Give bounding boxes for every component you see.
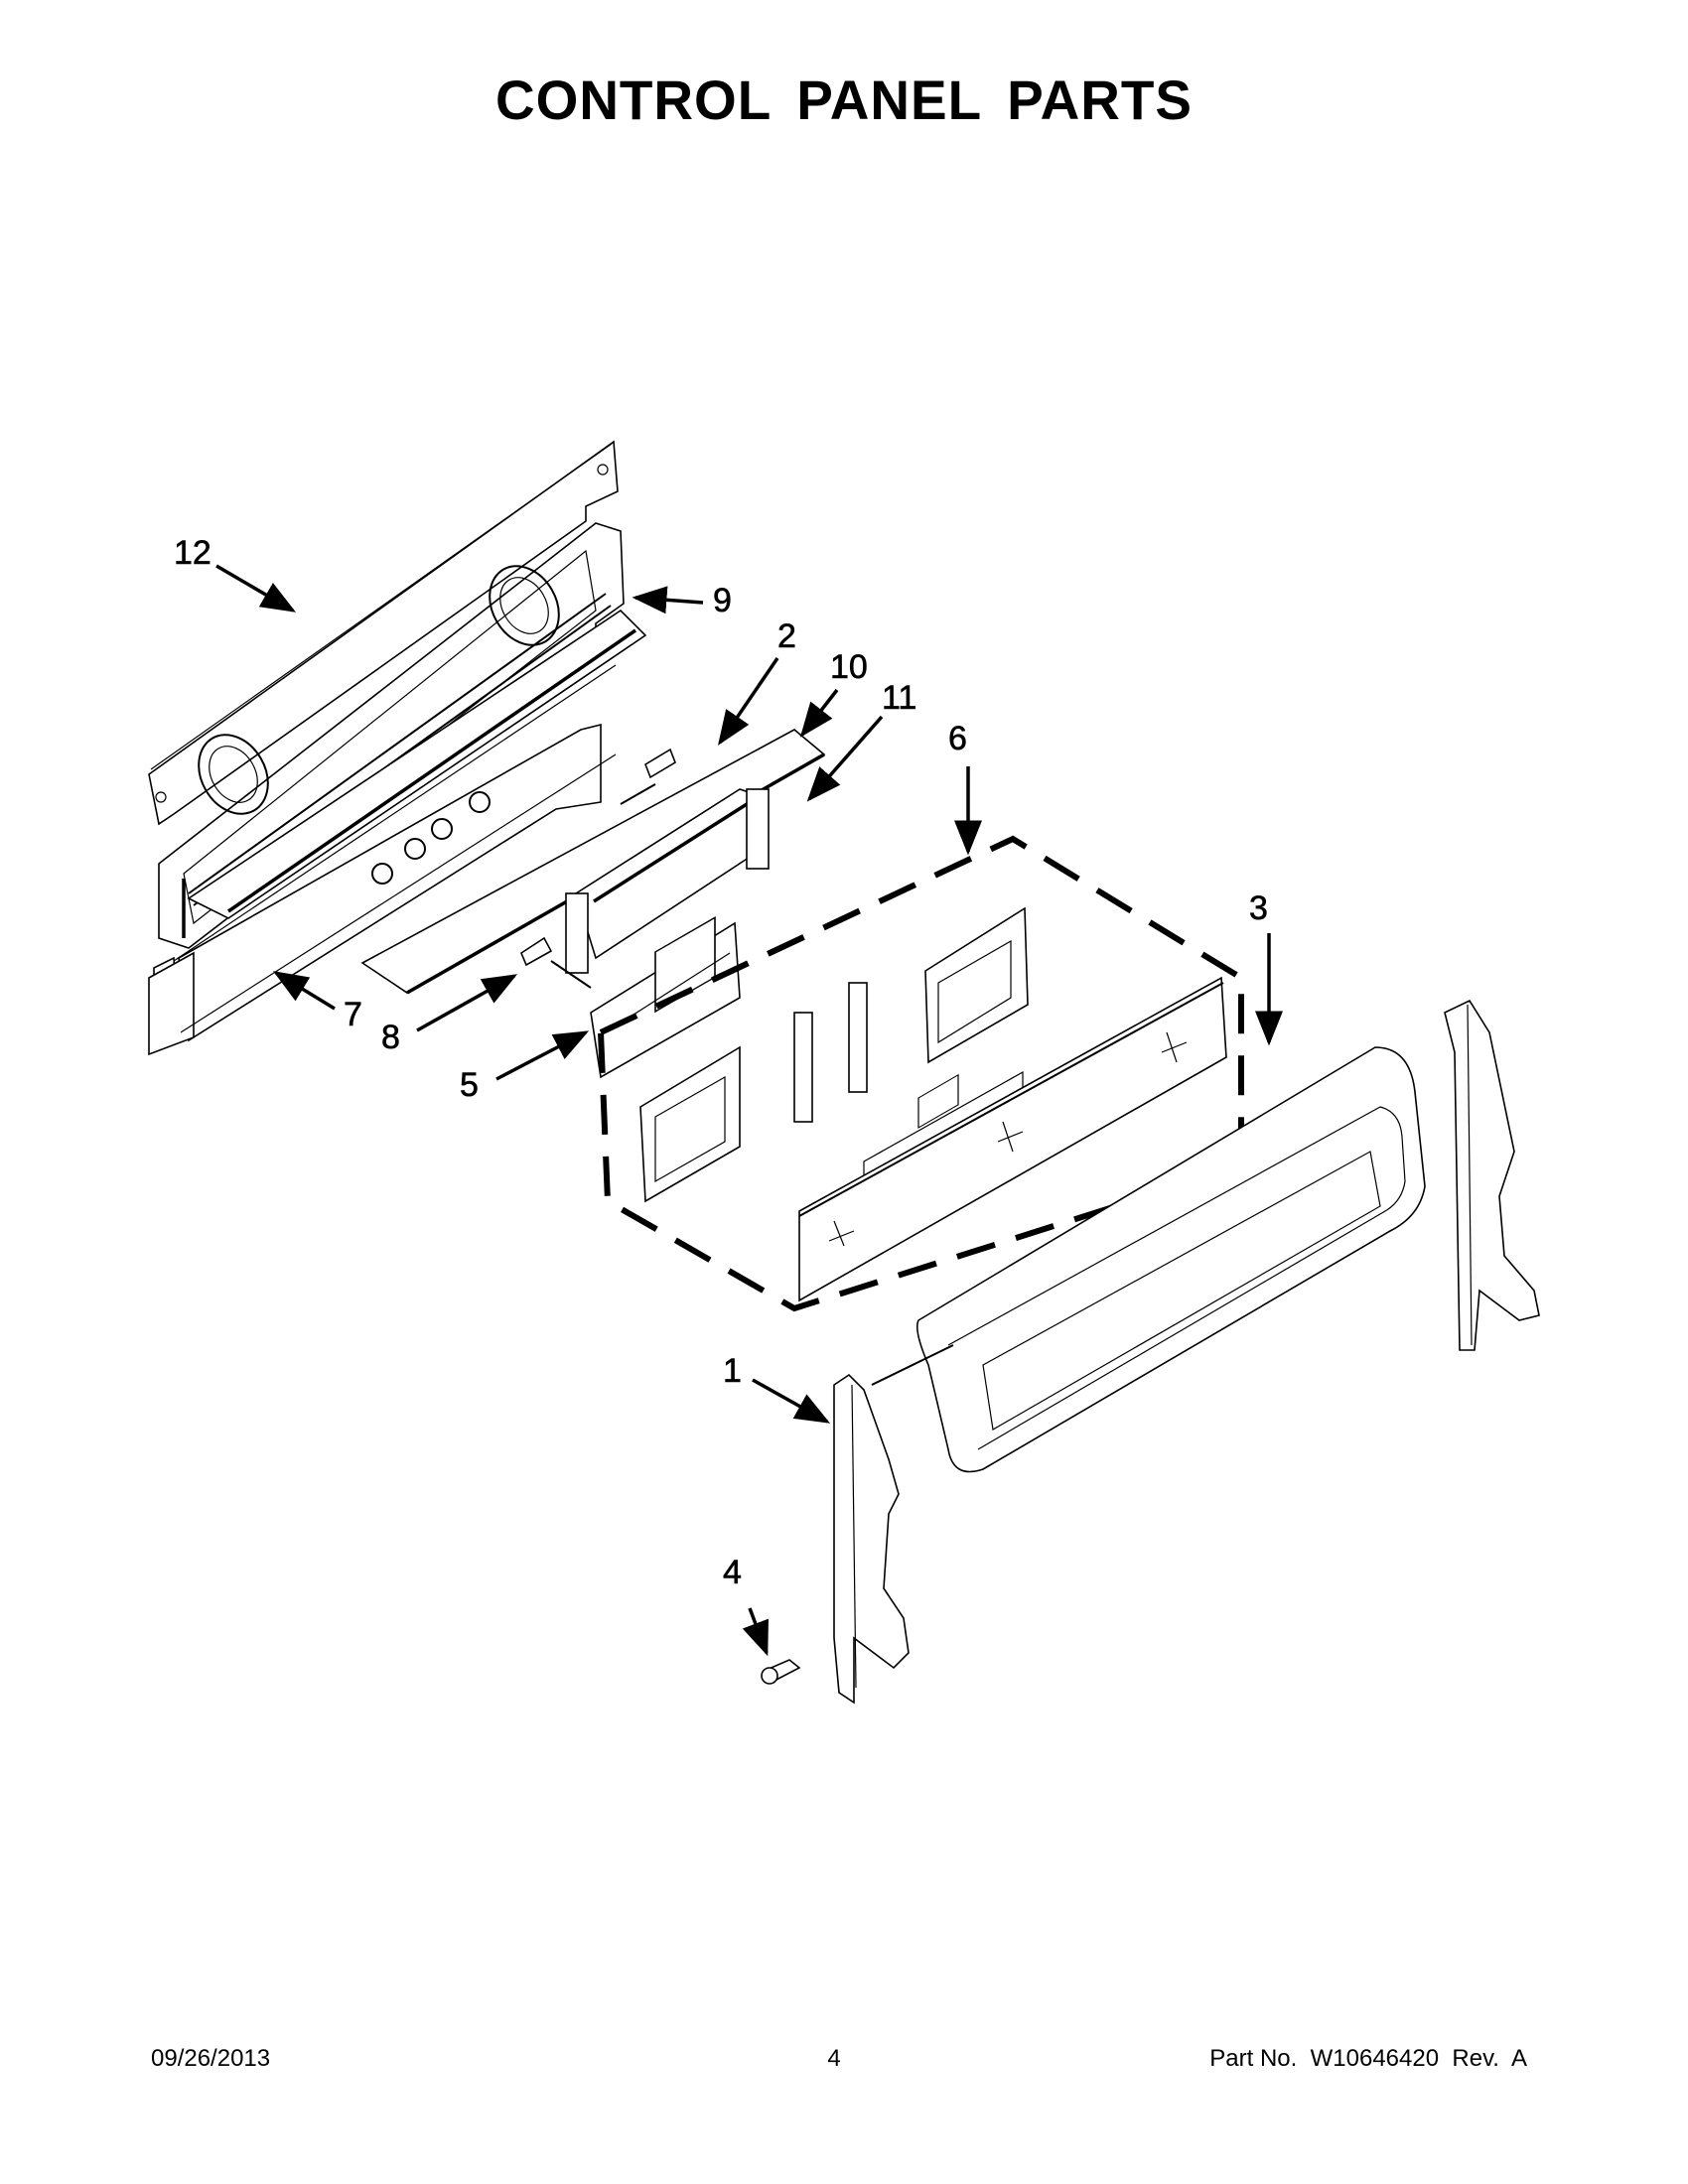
part-1-left-bracket bbox=[833, 1344, 954, 1705]
part-4-screw bbox=[761, 1659, 801, 1685]
part-6-contents bbox=[639, 906, 1227, 1302]
callout-7: 7 bbox=[344, 996, 363, 1033]
page-title: CONTROL PANEL PARTS bbox=[495, 68, 1193, 131]
callout-12: 12 bbox=[174, 534, 211, 572]
callout-8: 8 bbox=[381, 1019, 401, 1056]
part-8-screw bbox=[520, 936, 592, 989]
callout-4: 4 bbox=[723, 1554, 743, 1591]
part-7-bracket-tray bbox=[148, 609, 647, 1056]
footer-page-number: 4 bbox=[827, 2045, 841, 2072]
callout-1: 1 bbox=[723, 1352, 743, 1390]
callout-10: 10 bbox=[830, 648, 868, 686]
callout-9: 9 bbox=[713, 582, 733, 619]
part-3-front-trim bbox=[915, 1046, 1426, 1473]
callout-3: 3 bbox=[1249, 889, 1269, 927]
part-11-ribbon-cable bbox=[565, 788, 770, 974]
part-6-dashed-group bbox=[598, 835, 1244, 1312]
callout-5: 5 bbox=[460, 1066, 480, 1104]
part-12-strip bbox=[148, 440, 619, 826]
footer-part-number: Part No. W10646420 Rev. A bbox=[1209, 2045, 1527, 2072]
leader-arrows bbox=[215, 564, 1283, 1657]
callout-11: 11 bbox=[882, 679, 917, 717]
callout-2: 2 bbox=[777, 617, 797, 655]
footer-date: 09/26/2013 bbox=[151, 2045, 271, 2072]
callout-6: 6 bbox=[948, 720, 968, 757]
right-side-bracket bbox=[1444, 999, 1540, 1351]
part-2-screw bbox=[620, 748, 676, 805]
